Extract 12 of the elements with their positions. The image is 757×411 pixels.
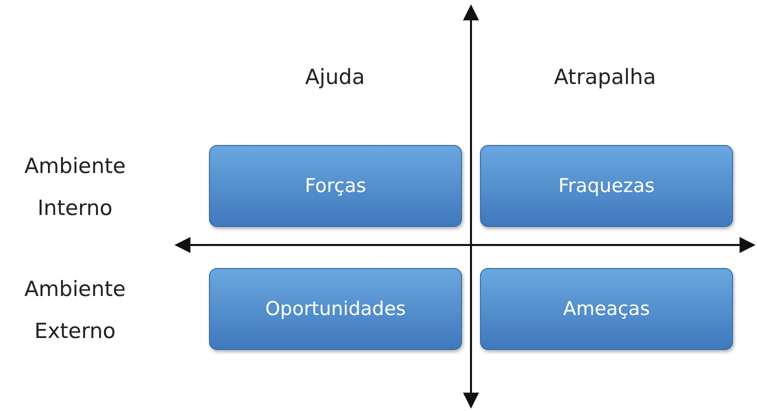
quadrant-label: Oportunidades [265, 298, 406, 320]
column-heading: Ajuda [304, 64, 366, 91]
row-heading: Ambiente Externo [23, 276, 127, 345]
quadrant-label: Fraquezas [558, 175, 655, 197]
quadrant-box [209, 268, 462, 350]
quadrant-label: Forças [304, 175, 366, 197]
column-heading: Atrapalha [553, 64, 657, 91]
quadrant-box [480, 145, 733, 227]
quadrant-box [480, 268, 733, 350]
row-heading: Ambiente Interno [23, 153, 127, 222]
quadrant-label: Ameaças [563, 298, 650, 320]
quadrant-box [209, 145, 462, 227]
